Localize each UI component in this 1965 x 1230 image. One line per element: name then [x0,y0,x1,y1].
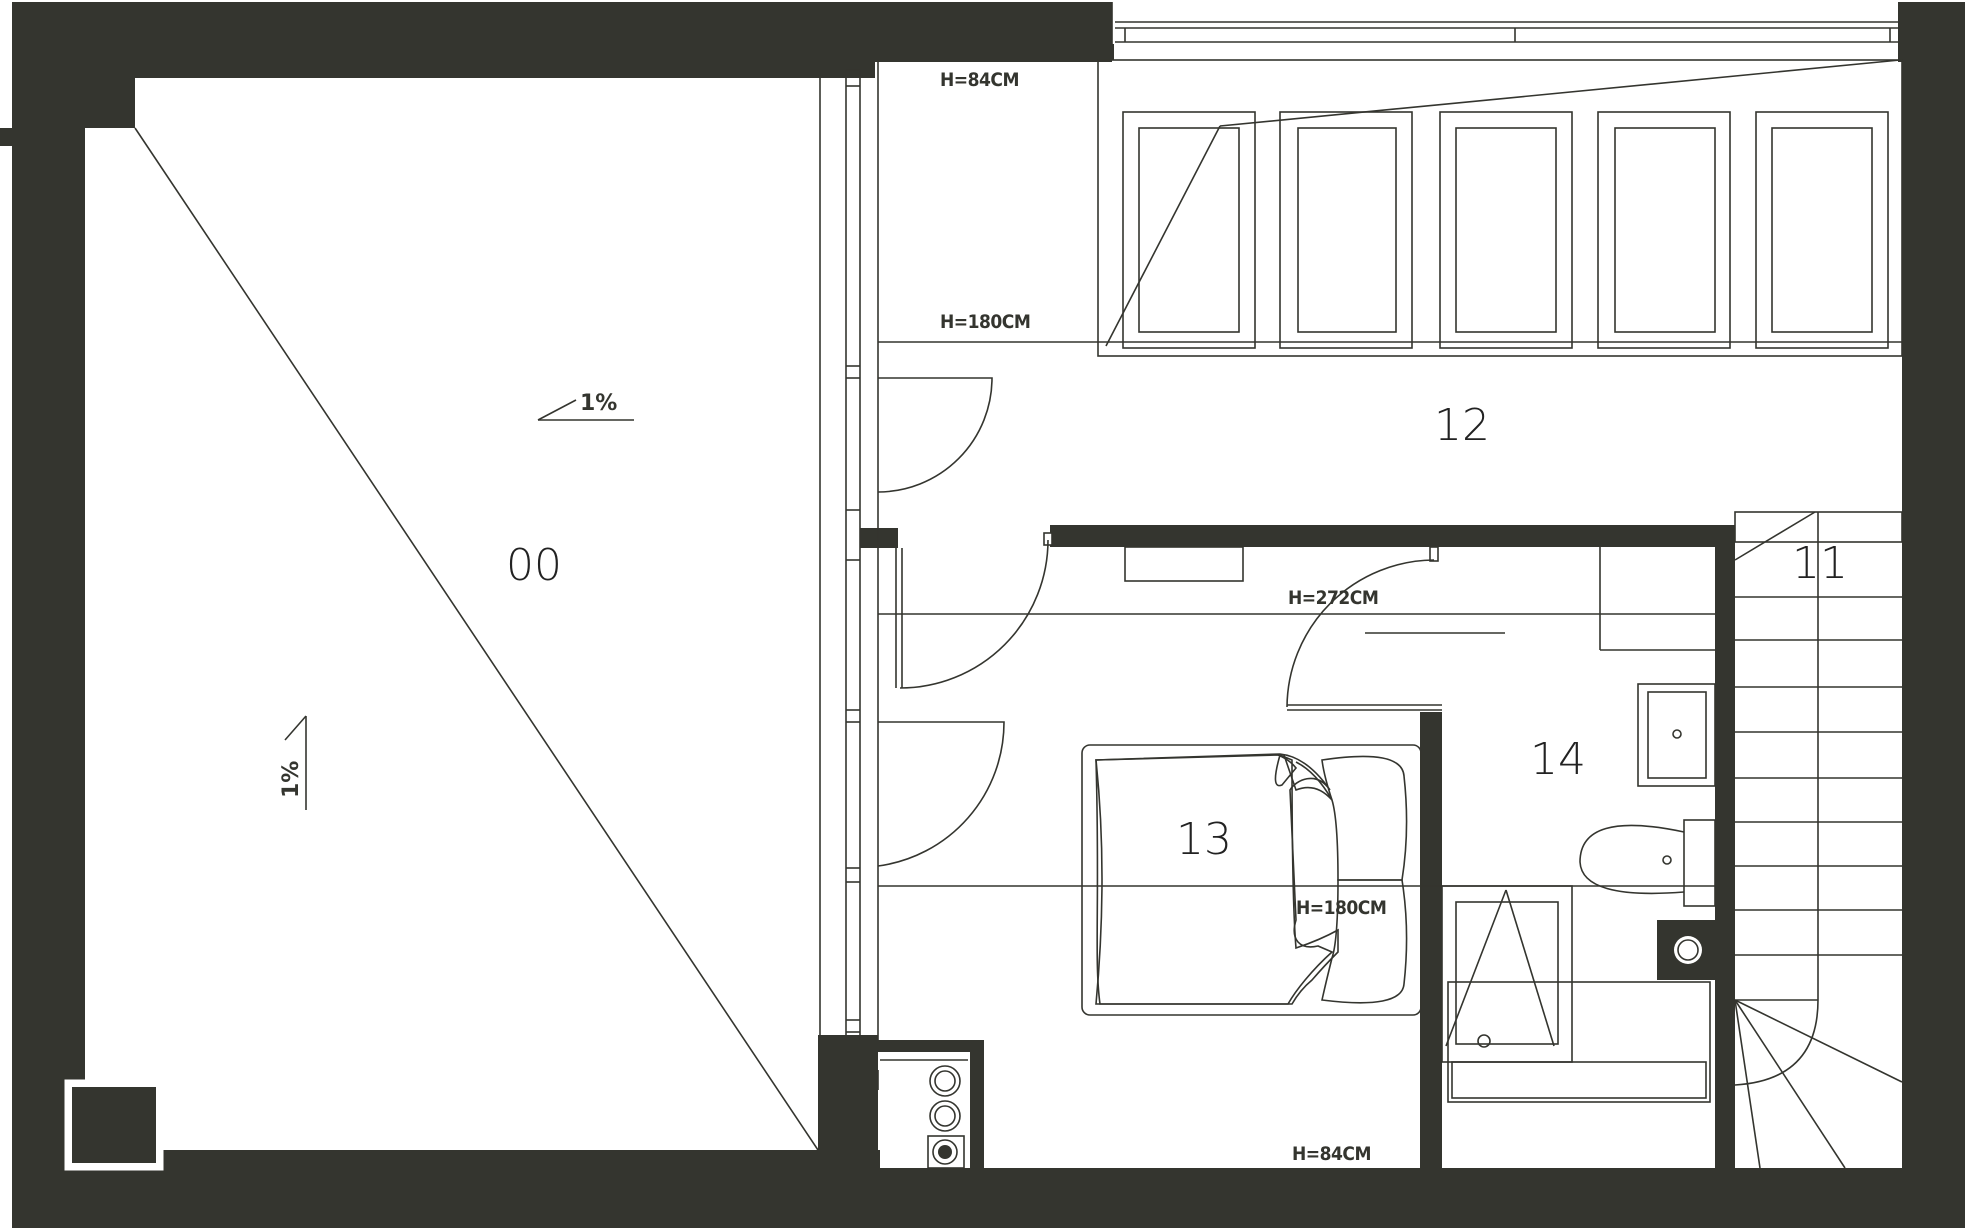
slope-note-terrace-left: 1% [279,761,304,798]
interior-floor [880,62,1902,1168]
door-swing-terrace-lower [877,721,1005,867]
height-note-bottom-84: H=84CM [1292,1143,1371,1165]
height-note-top-84: H=84CM [940,69,1019,91]
slope-notes: 1% 1% [279,391,617,798]
terrace-floor-top [135,78,880,138]
bedroom-fixtures [878,532,1715,1016]
door-swing-bathroom [1286,559,1435,708]
room-label-14: 14 [1530,734,1586,785]
wardrobe [878,59,1903,357]
height-note-top-180: H=180CM [940,311,1030,333]
terrace-markings [64,127,819,1171]
bathroom-fixtures [1286,546,1716,1103]
drain-icon [72,1087,156,1163]
room-labels: 00 11 12 13 14 [506,400,1848,865]
room-label-13: 13 [1176,814,1232,865]
door-swing-terrace-upper [877,377,993,493]
door-swing-bedroom [899,539,1049,689]
height-notes: H=84CM H=180CM H=272CM H=180CM H=84CM [940,69,1387,1165]
staircase [1734,511,1903,1169]
kitchenette [877,1059,968,1169]
height-note-bed-180: H=180CM [1296,897,1386,919]
slope-note-terrace-top: 1% [580,391,617,416]
terrace-floor [85,128,820,1150]
glass-partition [819,62,1005,1040]
room-label-11: 11 [1792,538,1848,589]
height-note-mid-272: H=272CM [1288,587,1378,609]
room-label-12: 12 [1434,400,1490,451]
room-label-00: 00 [506,540,562,591]
top-window [1108,2,1898,61]
interior-walls [860,525,1735,1168]
